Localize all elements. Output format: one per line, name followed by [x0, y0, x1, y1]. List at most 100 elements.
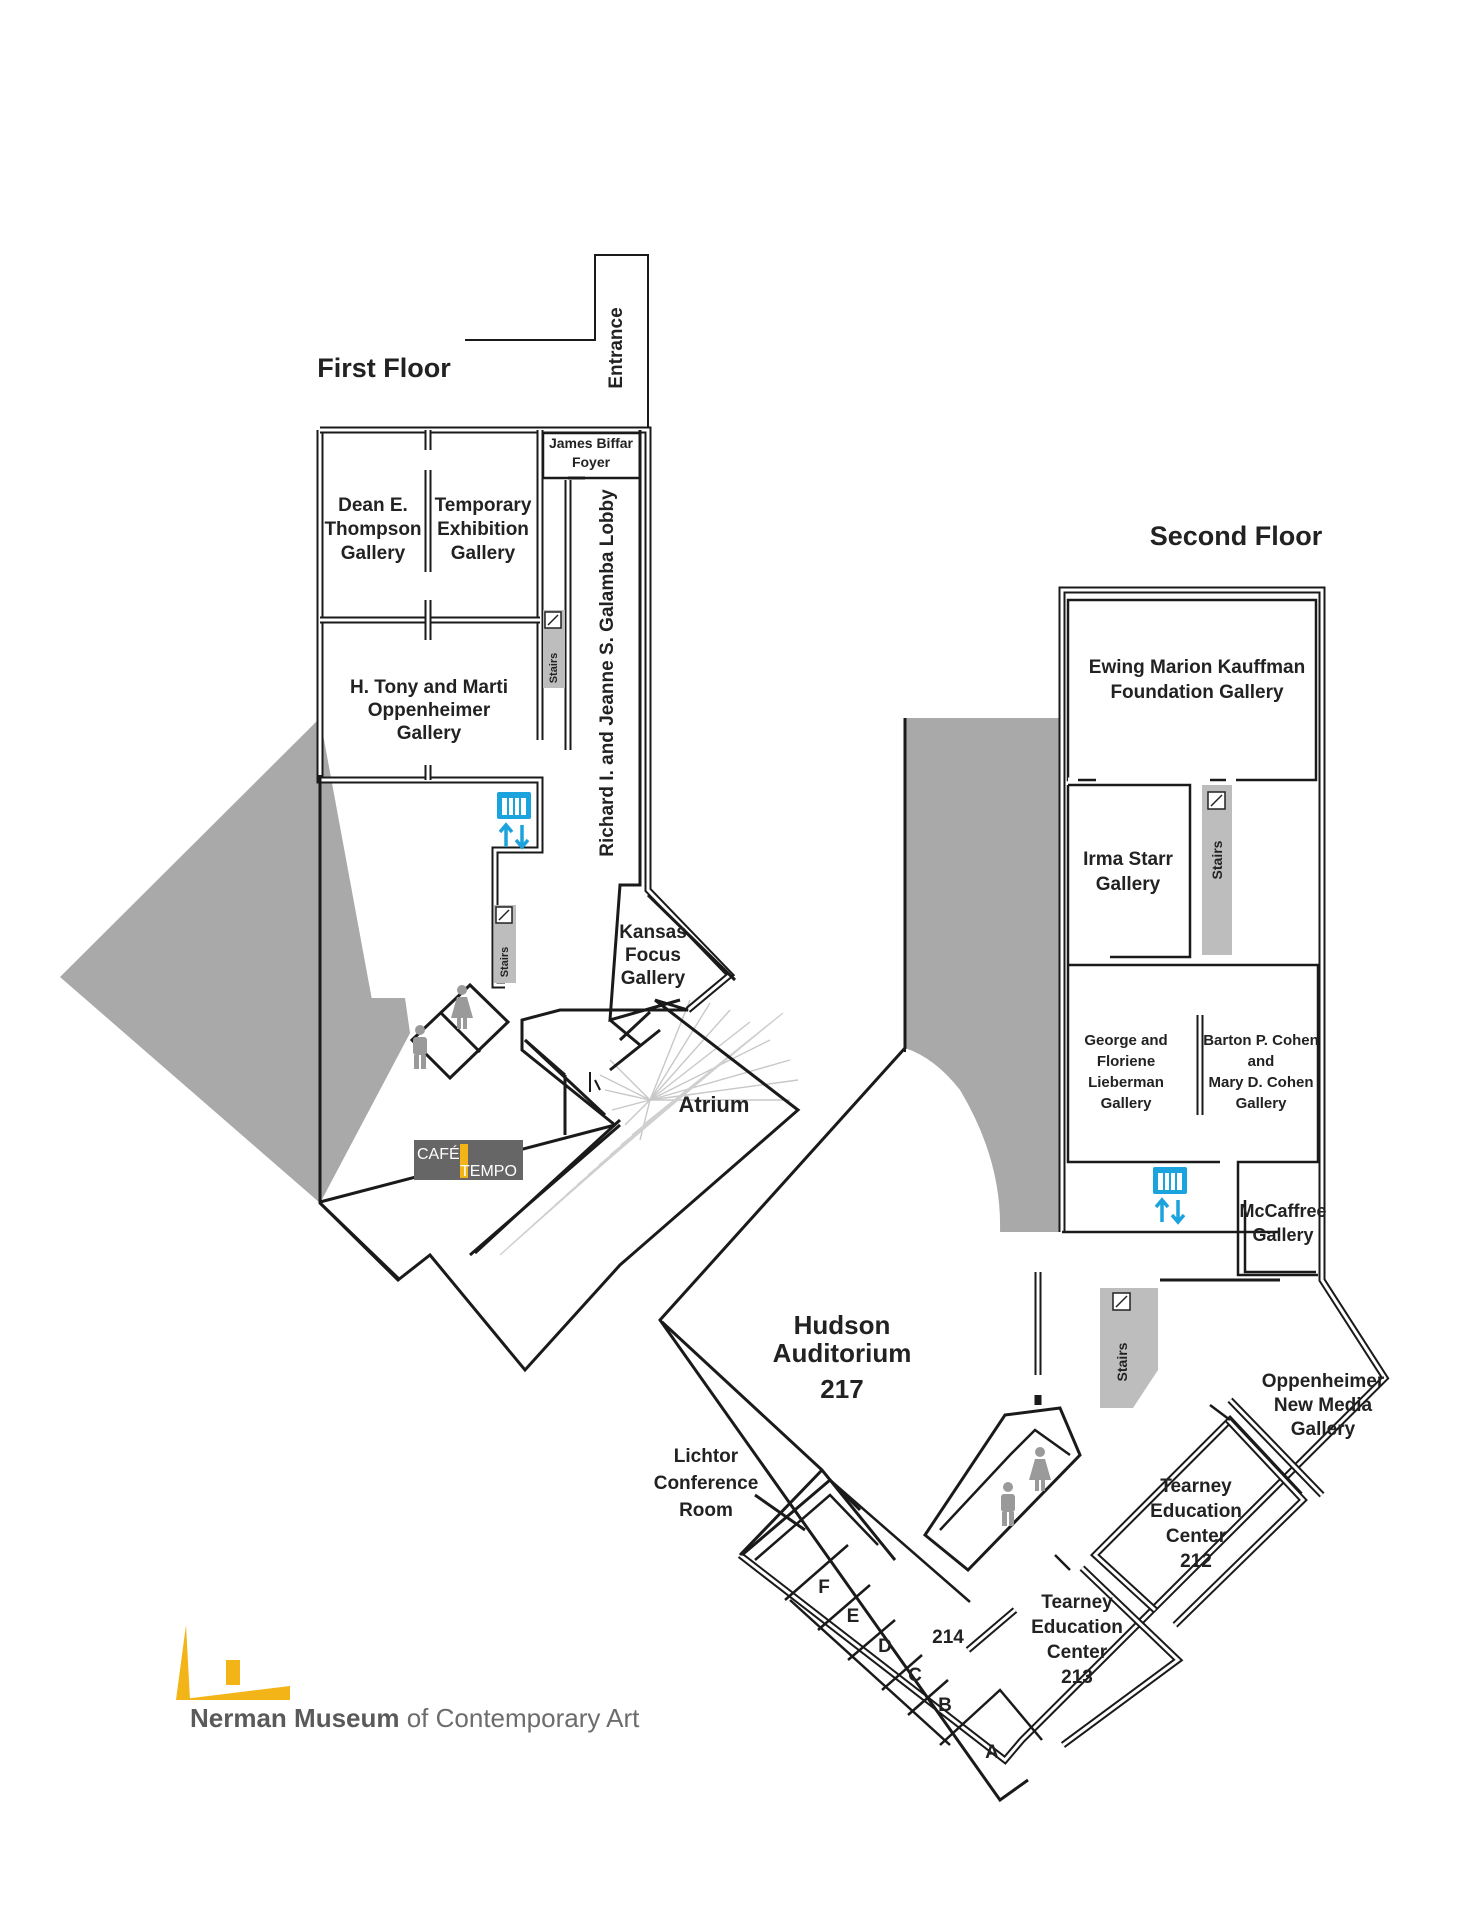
room-a: A	[985, 1742, 999, 1763]
svg-text:Thompson: Thompson	[324, 519, 421, 540]
second-floor-walls	[658, 586, 1390, 1803]
kansas-focus-gallery: Kansas Focus Gallery	[619, 922, 687, 989]
foyer-label: James Biffar	[549, 435, 634, 451]
atrium-ray	[649, 1002, 711, 1101]
restroom-women-icon	[1029, 1447, 1051, 1491]
svg-text:Barton P. Cohen: Barton P. Cohen	[1203, 1032, 1319, 1049]
temporary-exhibition-gallery: Temporary Exhibition Gallery	[435, 495, 532, 564]
restroom-men-icon	[1001, 1482, 1015, 1526]
svg-text:Oppenheimer: Oppenheimer	[1262, 1371, 1385, 1392]
svg-text:Gallery: Gallery	[621, 968, 686, 989]
first-floor-walls	[316, 426, 801, 1373]
svg-text:Tearney: Tearney	[1160, 1476, 1232, 1497]
svg-text:Exhibition: Exhibition	[437, 519, 529, 540]
first-floor-title: First Floor	[317, 353, 451, 383]
second-floor-title: Second Floor	[1150, 521, 1323, 551]
svg-text:Stairs: Stairs	[499, 947, 511, 978]
entrance-label: Entrance	[606, 307, 627, 388]
dean-thompson-gallery: Dean E. Thompson Gallery	[324, 495, 421, 564]
logo-mark	[176, 1625, 190, 1700]
lieberman-gallery: George and Floriene Lieberman Gallery	[1084, 1032, 1167, 1112]
atrium-ray	[624, 1099, 651, 1126]
svg-text:Hudson: Hudson	[794, 1310, 891, 1340]
atrium-ray	[649, 999, 691, 1101]
nerman-museum-logo: Nerman Museum of Contemporary Art	[176, 1625, 640, 1733]
hudson-auditorium: Hudson Auditorium 217	[773, 1310, 912, 1404]
room-c: C	[908, 1665, 922, 1686]
svg-text:Nerman Museum of Contemporary: Nerman Museum of Contemporary Art	[190, 1703, 640, 1733]
svg-text:Ewing Marion Kauffman: Ewing Marion Kauffman	[1089, 657, 1305, 678]
atrium-ray	[649, 1039, 771, 1101]
restroom-men-icon	[413, 1025, 427, 1069]
room-f: F	[818, 1577, 830, 1598]
svg-text:Gallery: Gallery	[1252, 1225, 1313, 1245]
svg-text:New Media: New Media	[1274, 1395, 1373, 1416]
atrium-ray	[649, 1059, 791, 1101]
svg-text:Focus: Focus	[625, 945, 681, 966]
svg-text:H. Tony and Marti: H. Tony and Marti	[350, 677, 508, 698]
room-e: E	[847, 1606, 860, 1627]
first-floor-stairs-upper: Stairs	[544, 611, 562, 684]
oppenheimer-new-media-gallery: Oppenheimer New Media Gallery	[1262, 1371, 1385, 1440]
svg-text:George and: George and	[1084, 1032, 1167, 1049]
svg-text:Kansas: Kansas	[619, 922, 687, 943]
tearney-education-center-212: Tearney Education Center 212	[1150, 1476, 1242, 1572]
kauffman-gallery: Ewing Marion Kauffman Foundation Gallery	[1089, 657, 1305, 703]
svg-text:213: 213	[1061, 1667, 1093, 1688]
svg-text:Gallery: Gallery	[341, 543, 406, 564]
elevator-icon	[1153, 1167, 1187, 1225]
lichtor-conference-room: Lichtor Conference Room	[654, 1446, 759, 1521]
svg-text:217: 217	[820, 1374, 863, 1404]
svg-text:Gallery: Gallery	[1101, 1095, 1153, 1112]
svg-text:Conference: Conference	[654, 1473, 759, 1494]
svg-text:McCaffree: McCaffree	[1239, 1201, 1326, 1221]
svg-text:Foundation Gallery: Foundation Gallery	[1110, 682, 1284, 703]
svg-text:Foyer: Foyer	[572, 454, 611, 470]
room-214-label: 214	[932, 1627, 964, 1648]
second-floor-plan: Stairs Stairs	[654, 521, 1390, 1803]
svg-text:CAFÉ: CAFÉ	[417, 1144, 460, 1163]
cohen-gallery: Barton P. Cohen and Mary D. Cohen Galler…	[1203, 1032, 1319, 1112]
elevator-icon	[497, 792, 531, 850]
svg-text:Gallery: Gallery	[451, 543, 516, 564]
first-floor-plan: Stairs Stairs	[60, 254, 801, 1373]
svg-text:Tearney: Tearney	[1041, 1592, 1113, 1613]
atrium-ray	[649, 1009, 731, 1101]
mccaffree-gallery: McCaffree Gallery	[1239, 1201, 1326, 1245]
atrium-tread	[642, 1012, 784, 1126]
atrium-stairs	[499, 999, 799, 1256]
atrium-ray	[604, 1089, 651, 1101]
second-floor-stairs-lower: Stairs	[1112, 1292, 1131, 1381]
galamba-lobby-label: Richard I. and Jeanne S. Galamba Lobby	[597, 489, 618, 857]
svg-text:Mary D. Cohen: Mary D. Cohen	[1208, 1074, 1313, 1091]
svg-text:Education: Education	[1031, 1617, 1123, 1638]
atrium-ray	[639, 1099, 651, 1141]
room-d: D	[878, 1636, 892, 1657]
svg-text:Room: Room	[679, 1500, 733, 1521]
atrium-ray	[611, 1099, 651, 1111]
second-floor-stairs-upper: Stairs	[1207, 791, 1226, 879]
svg-text:Floriene: Floriene	[1097, 1053, 1155, 1070]
tearney-education-center-213: Tearney Education Center 213	[1031, 1592, 1123, 1688]
second-floor-gray-area	[905, 718, 1062, 1232]
cafe-tempo-logo: CAFÉ TEMPO	[414, 1140, 523, 1180]
oppenheimer-gallery: H. Tony and Marti Oppenheimer Gallery	[350, 677, 508, 744]
atrium-ray	[649, 1079, 799, 1101]
logo-tagline: of Contemporary Art	[400, 1703, 641, 1733]
svg-text:Education: Education	[1150, 1501, 1242, 1522]
svg-text:Gallery: Gallery	[1291, 1419, 1356, 1440]
svg-text:212: 212	[1180, 1551, 1212, 1572]
atrium-label: Atrium	[679, 1092, 750, 1117]
svg-text:TEMPO: TEMPO	[460, 1163, 517, 1180]
svg-text:and: and	[1248, 1053, 1275, 1070]
svg-text:Stairs: Stairs	[1114, 1342, 1130, 1381]
room-b: B	[938, 1695, 952, 1716]
svg-text:Dean E.: Dean E.	[338, 495, 408, 516]
svg-text:Lichtor: Lichtor	[674, 1446, 739, 1467]
svg-text:Lieberman: Lieberman	[1088, 1074, 1164, 1091]
svg-text:Gallery: Gallery	[1096, 874, 1161, 895]
svg-text:Stairs: Stairs	[548, 653, 560, 684]
svg-text:Oppenheimer: Oppenheimer	[368, 700, 491, 721]
svg-text:Irma Starr: Irma Starr	[1083, 849, 1173, 870]
